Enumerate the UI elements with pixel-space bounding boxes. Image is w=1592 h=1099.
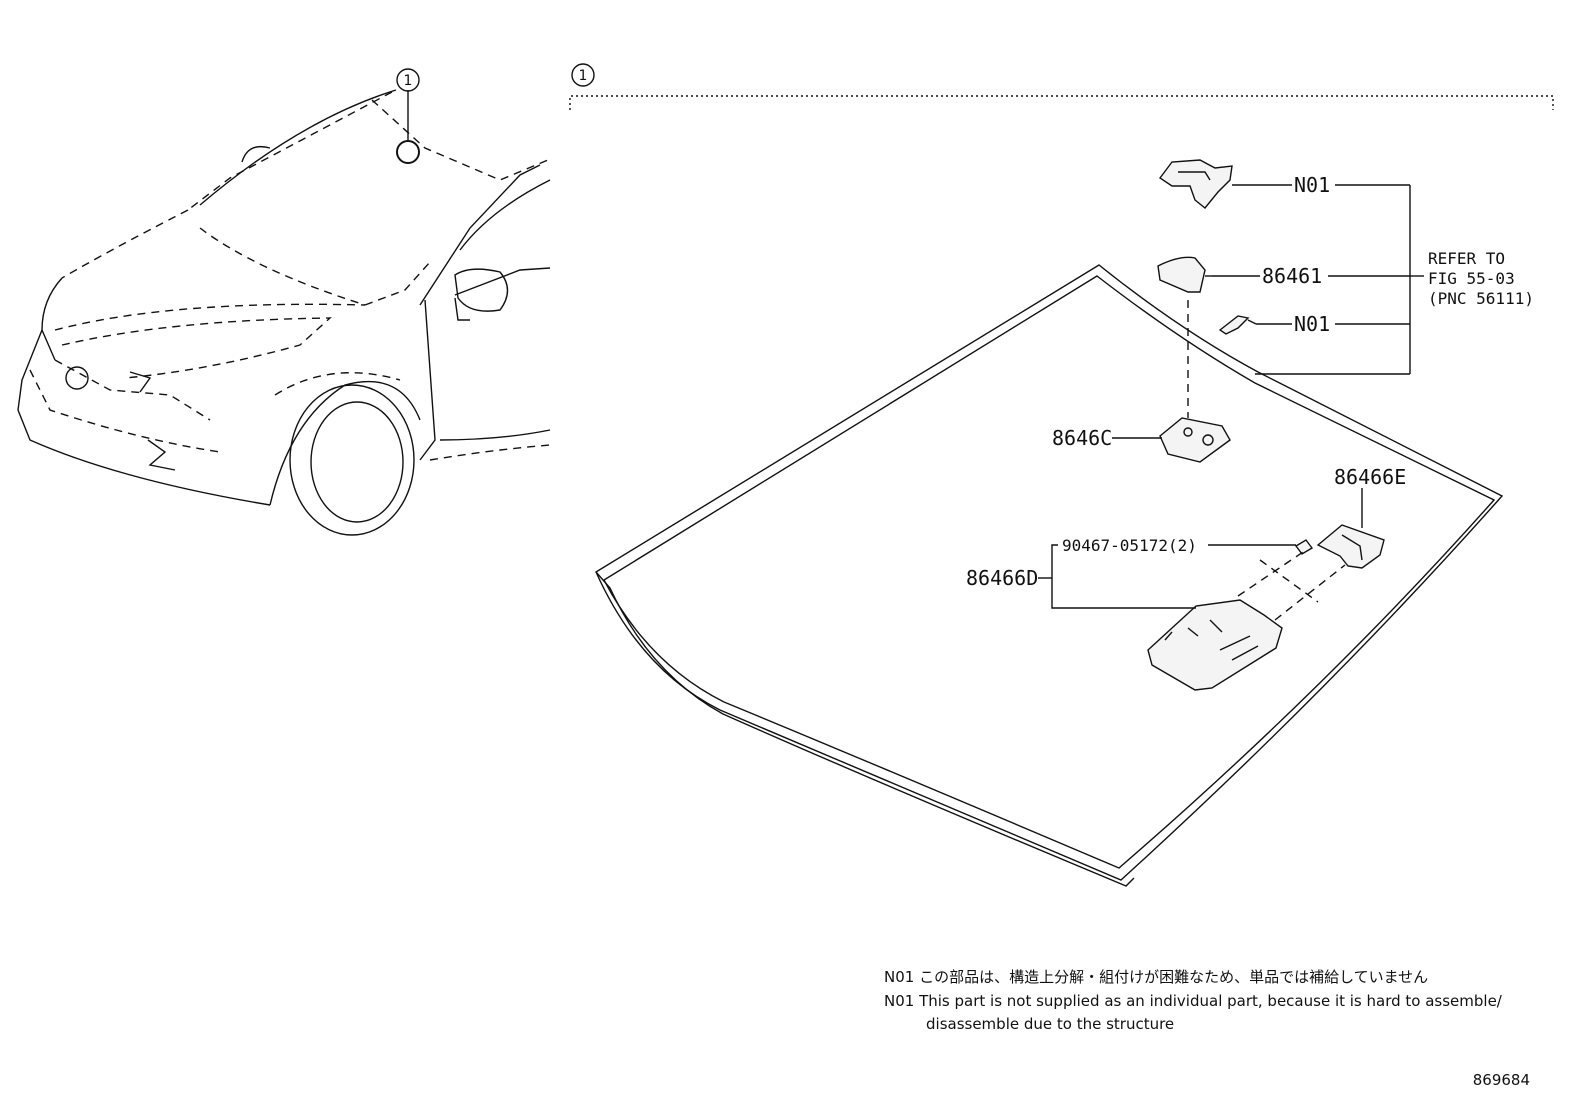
- note-japanese: N01 この部品は、構造上分解・組付けが困難なため、単品では補給していません: [884, 968, 1428, 986]
- windshield-glass: [595, 264, 1504, 887]
- group-bracket: 1: [569, 63, 1554, 110]
- camera-cover-86461: [1157, 256, 1212, 293]
- note-english-line-2: disassemble due to the structure: [926, 1015, 1174, 1033]
- part-labels: N01 86461 N01 8646C 86466E 90467-05172(2…: [966, 173, 1534, 590]
- label-n01-top: N01: [1294, 173, 1330, 197]
- reference-line-3: (PNC 56111): [1428, 289, 1534, 308]
- camera-module-8646c: [1159, 300, 1231, 463]
- clip-n01-mid: [1218, 315, 1257, 335]
- footnotes: N01 この部品は、構造上分解・組付けが困難なため、単品では補給していません N…: [884, 968, 1530, 1089]
- bracket-cover-86466e: [1316, 524, 1385, 569]
- car-callout-number: 1: [404, 73, 413, 89]
- label-8646c: 8646C: [1052, 426, 1112, 450]
- reference-line-1: REFER TO: [1428, 249, 1505, 268]
- group-callout-number: 1: [579, 68, 588, 84]
- label-86466e: 86466E: [1334, 465, 1406, 489]
- bracket-n01-top: [1158, 159, 1233, 209]
- note-english-line-1: N01 This part is not supplied as an indi…: [884, 992, 1503, 1010]
- label-86466d: 86466D: [966, 566, 1038, 590]
- bracket-86466d: [1147, 549, 1346, 691]
- leader-lines: [1038, 184, 1424, 609]
- figure-number: 869684: [1473, 1071, 1530, 1089]
- reference-line-2: FIG 55-03: [1428, 269, 1515, 288]
- clip-90467: [1294, 539, 1314, 555]
- label-n01-mid: N01: [1294, 312, 1330, 336]
- car-illustration: 1: [17, 68, 551, 536]
- label-86461: 86461: [1262, 264, 1322, 288]
- label-90467-05172: 90467-05172(2): [1062, 536, 1197, 555]
